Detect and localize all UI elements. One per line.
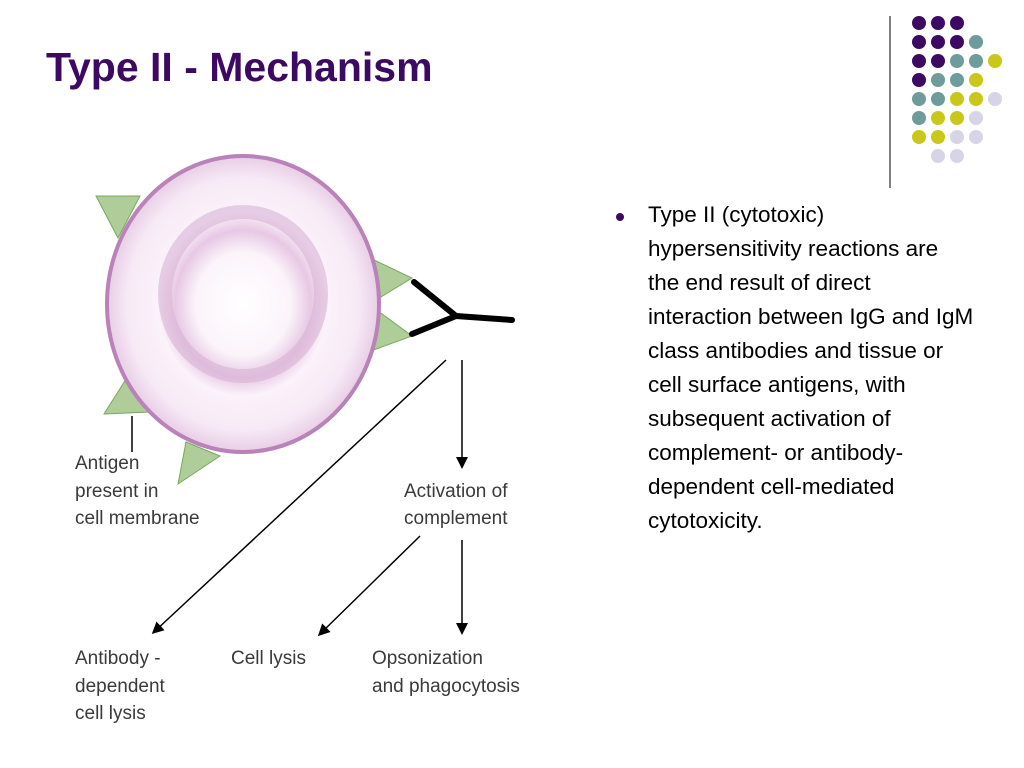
antigen-label: Antigen present in cell membrane xyxy=(75,453,200,529)
cell-lysis-label: Cell lysis xyxy=(231,648,306,669)
decorative-dot xyxy=(950,111,964,125)
decorative-dot xyxy=(931,130,945,144)
decorative-dot xyxy=(912,111,926,125)
decorative-dot xyxy=(988,92,1002,106)
bullet-item: Type II (cytotoxic) hypersensitivity rea… xyxy=(614,198,974,538)
decorative-dot xyxy=(931,111,945,125)
decorative-dot xyxy=(912,130,926,144)
decorative-dot xyxy=(931,16,945,30)
decorative-dot xyxy=(931,92,945,106)
decorative-dot xyxy=(969,35,983,49)
decorative-dot xyxy=(969,130,983,144)
decorative-dot xyxy=(931,73,945,87)
decorative-dot xyxy=(931,54,945,68)
decorative-dot xyxy=(912,92,926,106)
decorative-dot xyxy=(969,111,983,125)
decorative-dot xyxy=(950,149,964,163)
antibody xyxy=(409,279,515,337)
decorative-dot xyxy=(931,149,945,163)
antigen-triangle xyxy=(95,195,141,240)
decorative-dot xyxy=(950,73,964,87)
decorative-dot xyxy=(931,35,945,49)
target-cell xyxy=(105,154,381,454)
decorative-dot xyxy=(950,35,964,49)
decorative-dot xyxy=(969,92,983,106)
opsonization-label: Opsonization and phagocytosis xyxy=(372,648,520,697)
decorative-dot-grid xyxy=(0,0,1024,200)
decorative-dot xyxy=(988,54,1002,68)
bullet-list: Type II (cytotoxic) hypersensitivity rea… xyxy=(614,198,974,538)
vertical-divider xyxy=(889,16,891,188)
antigen-triangle xyxy=(177,441,222,486)
decorative-dot xyxy=(969,54,983,68)
decorative-dot xyxy=(950,92,964,106)
bullet-text: Type II (cytotoxic) hypersensitivity rea… xyxy=(648,202,974,533)
decorative-dot xyxy=(950,130,964,144)
decorative-dot xyxy=(912,16,926,30)
decorative-dot xyxy=(950,16,964,30)
slide-title: Type II - Mechanism xyxy=(46,44,433,90)
arrow-to-cell-lysis xyxy=(317,535,421,637)
bullet-marker xyxy=(616,213,624,221)
decorative-dot xyxy=(912,35,926,49)
type-ii-mechanism-diagram: Antigen present in cell membrane Activat… xyxy=(75,154,520,724)
complement-label: Activation of complement xyxy=(404,481,513,529)
decorative-dot xyxy=(912,73,926,87)
arrow-to-adcc xyxy=(151,359,447,635)
decorative-dot xyxy=(950,54,964,68)
decorative-dot xyxy=(969,73,983,87)
flow-arrows xyxy=(151,359,468,637)
decorative-dot xyxy=(912,54,926,68)
adcc-label: Antibody - dependent cell lysis xyxy=(75,648,170,724)
